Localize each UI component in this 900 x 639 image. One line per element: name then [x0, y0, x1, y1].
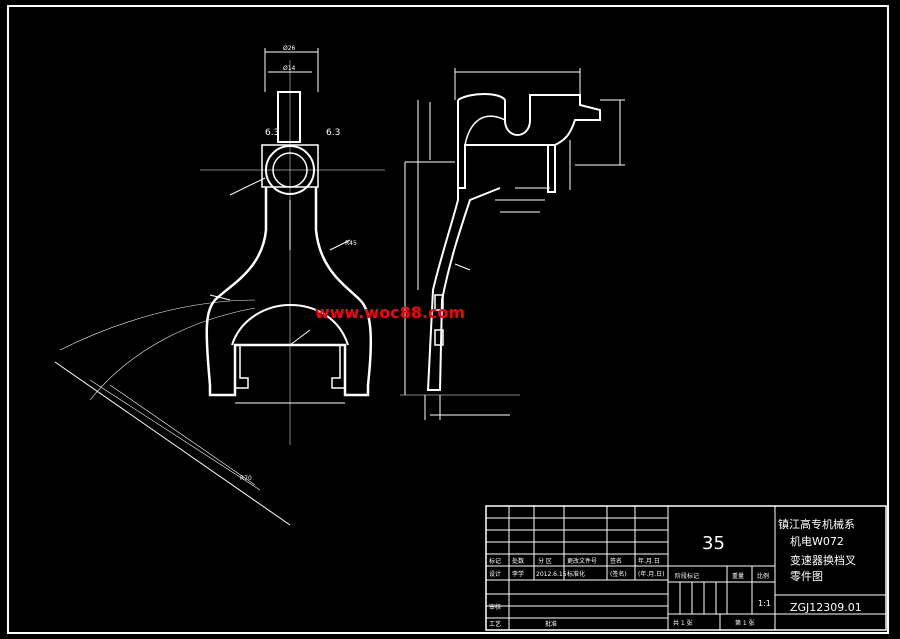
- dim-6-3-right: 6.3: [326, 128, 340, 138]
- title-block: [485, 505, 887, 631]
- header-cell-5: 签名: [610, 557, 622, 565]
- header-cell-4: 更改文件号: [567, 557, 597, 565]
- sheet-current: 第 1 张: [735, 619, 755, 627]
- part-name-1: 变速器换档叉: [790, 553, 856, 567]
- project-code: 机电W072: [790, 534, 844, 548]
- header-cell-2: 处数: [512, 557, 524, 565]
- drawing-number: ZGJ12309.01: [790, 601, 862, 614]
- review-label: 审核: [489, 603, 501, 611]
- scale-label: 比例: [757, 572, 769, 580]
- header-cell-6: 年.月.日: [638, 557, 660, 565]
- weight-label: 重量: [732, 572, 744, 580]
- design-cell-1: 设计: [489, 570, 501, 578]
- watermark-text: www.woc88.com: [315, 303, 465, 322]
- sheet-total: 共 1 张: [673, 619, 693, 627]
- dim-top-width: Ø26: [283, 45, 296, 52]
- part-name-2: 零件图: [790, 570, 823, 583]
- design-cell-5: (签名): [610, 570, 627, 578]
- dim-angle: R45: [345, 240, 357, 247]
- scale-value: 1:1: [758, 599, 771, 608]
- design-cell-3: 2012.6.15: [536, 571, 567, 578]
- approve-label: 批准: [545, 620, 557, 628]
- dim-arc-r: R70: [240, 475, 252, 482]
- design-cell-4: 标准化: [567, 570, 585, 578]
- stage-label: 阶段标记: [675, 572, 699, 580]
- header-cell-1: 标记: [489, 557, 501, 565]
- dim-6-3-left: 6.3: [265, 128, 279, 138]
- side-view: [400, 68, 625, 420]
- front-view: [54, 48, 385, 526]
- design-cell-2: 李学: [512, 570, 524, 578]
- header-cell-3: 分 区: [538, 557, 552, 565]
- process-label: 工艺: [489, 620, 501, 628]
- drawing-border: [7, 5, 889, 634]
- material-code: 35: [702, 533, 725, 554]
- design-cell-6: (年.月.日): [638, 570, 665, 578]
- dim-top-inner: Ø14: [283, 65, 296, 72]
- school-name: 镇江高专机械系: [778, 517, 855, 531]
